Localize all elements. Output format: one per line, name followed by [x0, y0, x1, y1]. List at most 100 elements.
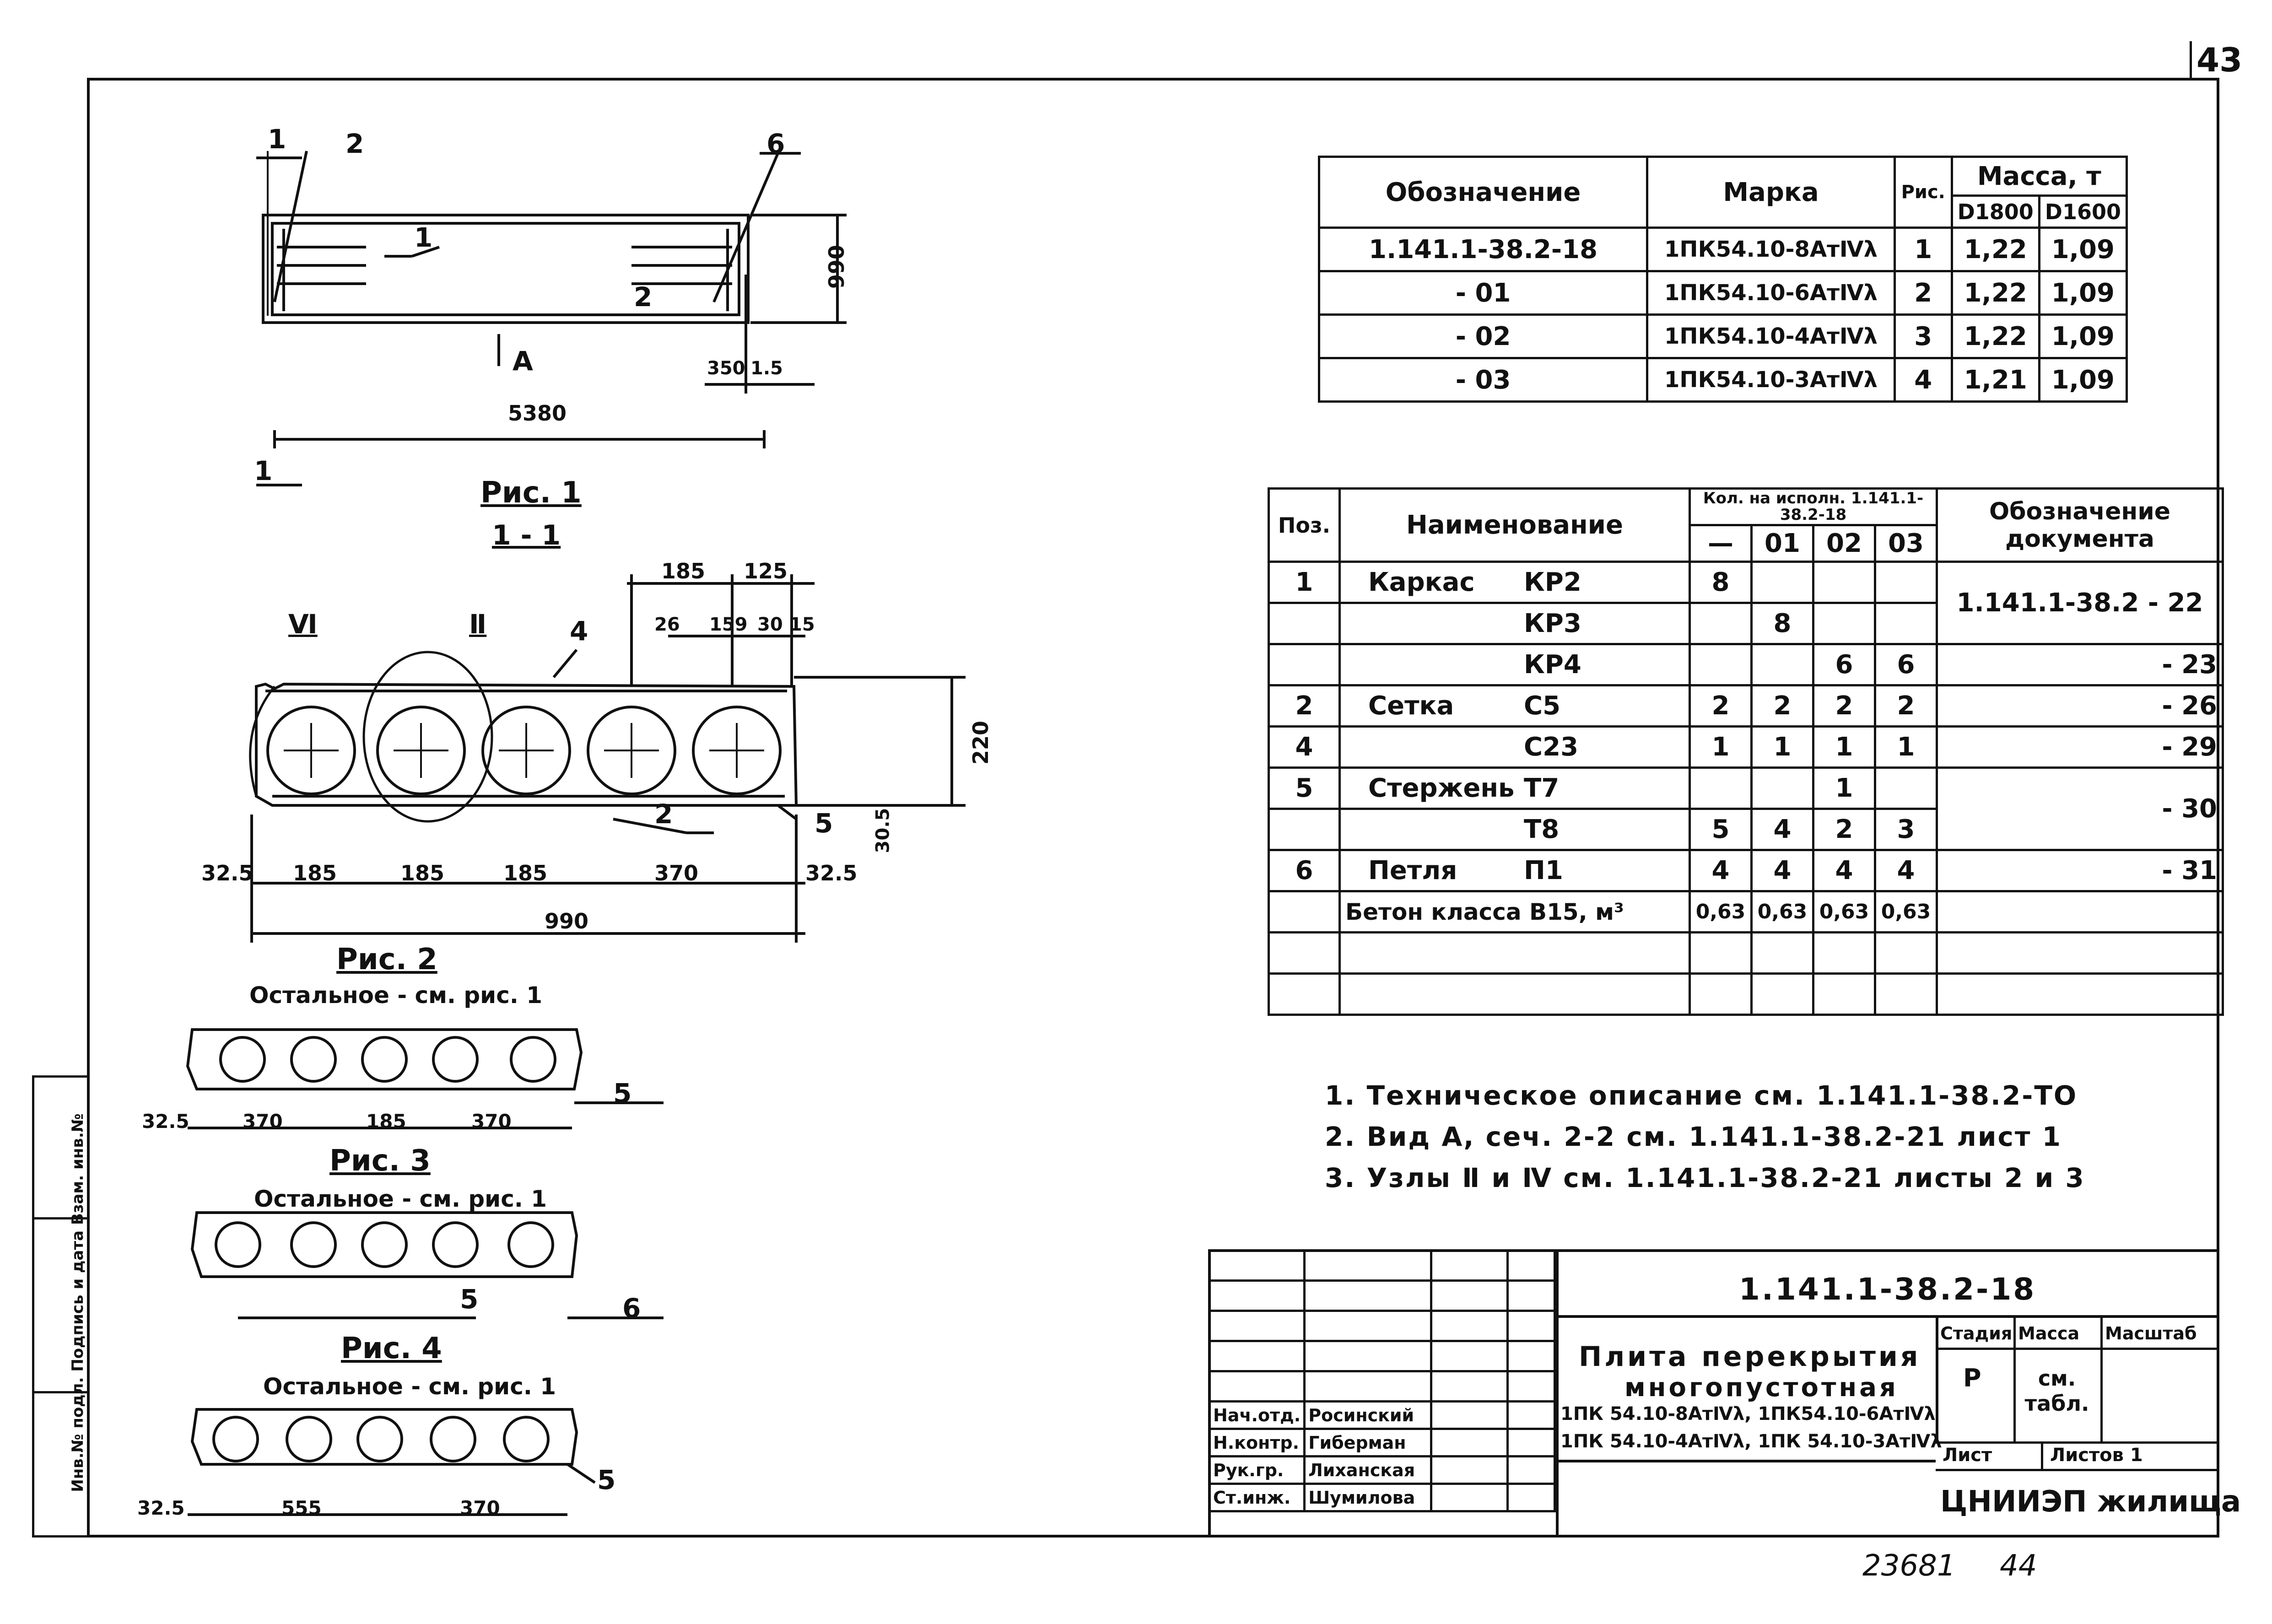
- fig2-dim-a: 32.5: [142, 1110, 189, 1133]
- marks-cell-fig: 4: [1893, 357, 1953, 403]
- signature: [1430, 1428, 1509, 1457]
- fig2-dim-b: 370: [243, 1110, 283, 1133]
- spec-cell-empty: [1936, 972, 2224, 1016]
- signature-grid: Нач.отд.Росинский Н.контр.Гиберман Рук.г…: [1208, 1249, 1556, 1512]
- fig1-label-ii: Ⅱ: [469, 609, 487, 640]
- spec-header-col-01: 01: [1750, 524, 1814, 563]
- fig1-label-2: 2: [654, 799, 673, 830]
- marks-cell-m1800: 1,22: [1950, 227, 2040, 272]
- spec-cell-q1: 4: [1750, 808, 1814, 851]
- stamp-cell: [1303, 1279, 1433, 1312]
- marks-header-d1800: D1800: [1950, 194, 2040, 229]
- marks-row: - 01 1ПК54.10-6АтⅣλ 2 1,22 1,09: [1317, 270, 2128, 316]
- spec-cell-q1: 8: [1750, 602, 1814, 645]
- spec-cell-q2: [1812, 602, 1876, 645]
- marks-header-mass: Масса, т: [1950, 156, 2128, 197]
- mass-label: Масса: [2018, 1323, 2080, 1343]
- fig1-dim-15: 15: [789, 614, 815, 635]
- spec-cell-empty: [1268, 972, 1341, 1016]
- spec-cell-q0: [1689, 766, 1753, 810]
- spec-cell-q3: 0,63: [1874, 890, 1938, 933]
- spec-cell-pos: 1: [1268, 561, 1341, 604]
- marks-cell-m1800: 1,22: [1950, 270, 2040, 316]
- spec-cell-q2: 1: [1812, 766, 1876, 810]
- stamp-cell: [1208, 1249, 1306, 1282]
- stage-col-1: [2013, 1318, 2016, 1441]
- mass-value: см. табл.: [2024, 1366, 2089, 1416]
- fig1-dim-220: 220: [968, 720, 993, 765]
- spec-cell-item: Т8: [1524, 815, 1560, 844]
- spec-row-empty: [1268, 972, 2224, 1016]
- spec-cell-q1: 1: [1750, 725, 1814, 769]
- plan-dim-15: 1.5: [750, 358, 783, 379]
- spec-header-col-base: —: [1689, 524, 1753, 563]
- plan-label-6: 6: [766, 128, 785, 159]
- spec-cell-doc: [1936, 890, 2224, 933]
- fig1-dim-s3: 185: [503, 861, 548, 885]
- stamp-cell: [1506, 1249, 1556, 1282]
- fig1-label-4: 4: [570, 615, 588, 647]
- marks-cell-mark: 1ПК54.10-8АтⅣλ: [1646, 227, 1896, 272]
- spec-cell-empty: [1750, 931, 1814, 975]
- spec-cell-q1: [1750, 561, 1814, 604]
- spec-cell-q3: [1874, 561, 1938, 604]
- fig4-dim-b: 555: [281, 1497, 322, 1519]
- title-code-row: [1556, 1249, 2219, 1318]
- marks-row: - 03 1ПК54.10-3АтⅣλ 4 1,21 1,09: [1317, 357, 2128, 403]
- fig1-dim-s1: 185: [293, 861, 337, 885]
- fig4-dim-a: 32.5: [137, 1497, 185, 1519]
- spec-cell-empty: [1812, 972, 1876, 1016]
- plan-dim-length: 5380: [508, 401, 567, 426]
- signature: [1430, 1483, 1509, 1512]
- spec-cell-item: П1: [1524, 856, 1563, 885]
- spec-cell-empty: [1750, 972, 1814, 1016]
- fig2-dim-c: 185: [366, 1110, 406, 1133]
- spec-row: Т8 5 4 2 3: [1268, 808, 2223, 851]
- signer-role: Нач.отд.: [1208, 1400, 1306, 1430]
- signature: [1430, 1400, 1509, 1430]
- fig1-dim-s2: 185: [400, 861, 445, 885]
- spec-cell-pos: 2: [1268, 684, 1341, 728]
- spec-cell-q3: [1874, 766, 1938, 810]
- stage-grid: [1936, 1318, 2219, 1441]
- fig2-dim-d: 370: [471, 1110, 512, 1133]
- marks-cell-mark: 1ПК54.10-4АтⅣλ: [1646, 313, 1896, 359]
- side-strip: [32, 1075, 87, 1538]
- spec-cell-q0: 2: [1689, 684, 1753, 728]
- spec-cell-pos: 6: [1268, 849, 1341, 892]
- stamp-cell: [1506, 1428, 1556, 1457]
- fig1-dim-30: 30: [757, 614, 783, 635]
- signer-name: Шумилова: [1303, 1483, 1433, 1512]
- fig3-label-6: 6: [622, 1293, 641, 1324]
- stamp-cell: [1506, 1279, 1556, 1312]
- fig2-title: Рис. 2: [336, 943, 437, 977]
- fig1-dim-325b: 32.5: [805, 861, 858, 885]
- spec-header-qty: Кол. на исполн. 1.141.1-38.2-18: [1689, 487, 1938, 526]
- spec-cell-empty: [1812, 931, 1876, 975]
- marks-table: Обозначение Марка Рис. Масса, т D1800 D1…: [1317, 156, 2128, 403]
- plan-dim-350: 350: [707, 358, 745, 379]
- spec-header-doc: Обозначение документа: [1936, 487, 2224, 563]
- marks-row: - 02 1ПК54.10-4АтⅣλ 3 1,22 1,09: [1317, 313, 2128, 359]
- marks-header-designation: Обозначение: [1317, 156, 1649, 229]
- stage-value: Р: [1963, 1364, 1981, 1392]
- plan-view: [256, 151, 847, 486]
- sheet-label: Лист: [1943, 1445, 1992, 1466]
- fig3-label-5: 5: [460, 1284, 479, 1315]
- note-2: 2. Вид А, сеч. 2-2 см. 1.141.1-38.2-21 л…: [1325, 1121, 2062, 1152]
- stamp-cell: [1506, 1455, 1556, 1485]
- spec-cell-q2: 1: [1812, 725, 1876, 769]
- fig1-dim-total: 990: [545, 909, 589, 933]
- spec-cell-empty: [1936, 931, 2224, 975]
- spec-cell-q0: 1: [1689, 725, 1753, 769]
- spec-cell-name: С23: [1338, 725, 1691, 769]
- stamp-cell: [1430, 1249, 1509, 1282]
- fig2-section: [186, 1028, 664, 1129]
- signer-name: Росинский: [1303, 1400, 1433, 1430]
- spec-cell-doc: 1.141.1-38.2 - 22: [1936, 561, 2224, 645]
- spec-cell-item: КР2: [1524, 567, 1581, 597]
- marks-cell-m1600: 1,09: [2038, 270, 2128, 316]
- fig3-subtitle: Остальное - см. рис. 1: [254, 1186, 547, 1212]
- title-line-1: Плита перекрытия: [1579, 1341, 1921, 1373]
